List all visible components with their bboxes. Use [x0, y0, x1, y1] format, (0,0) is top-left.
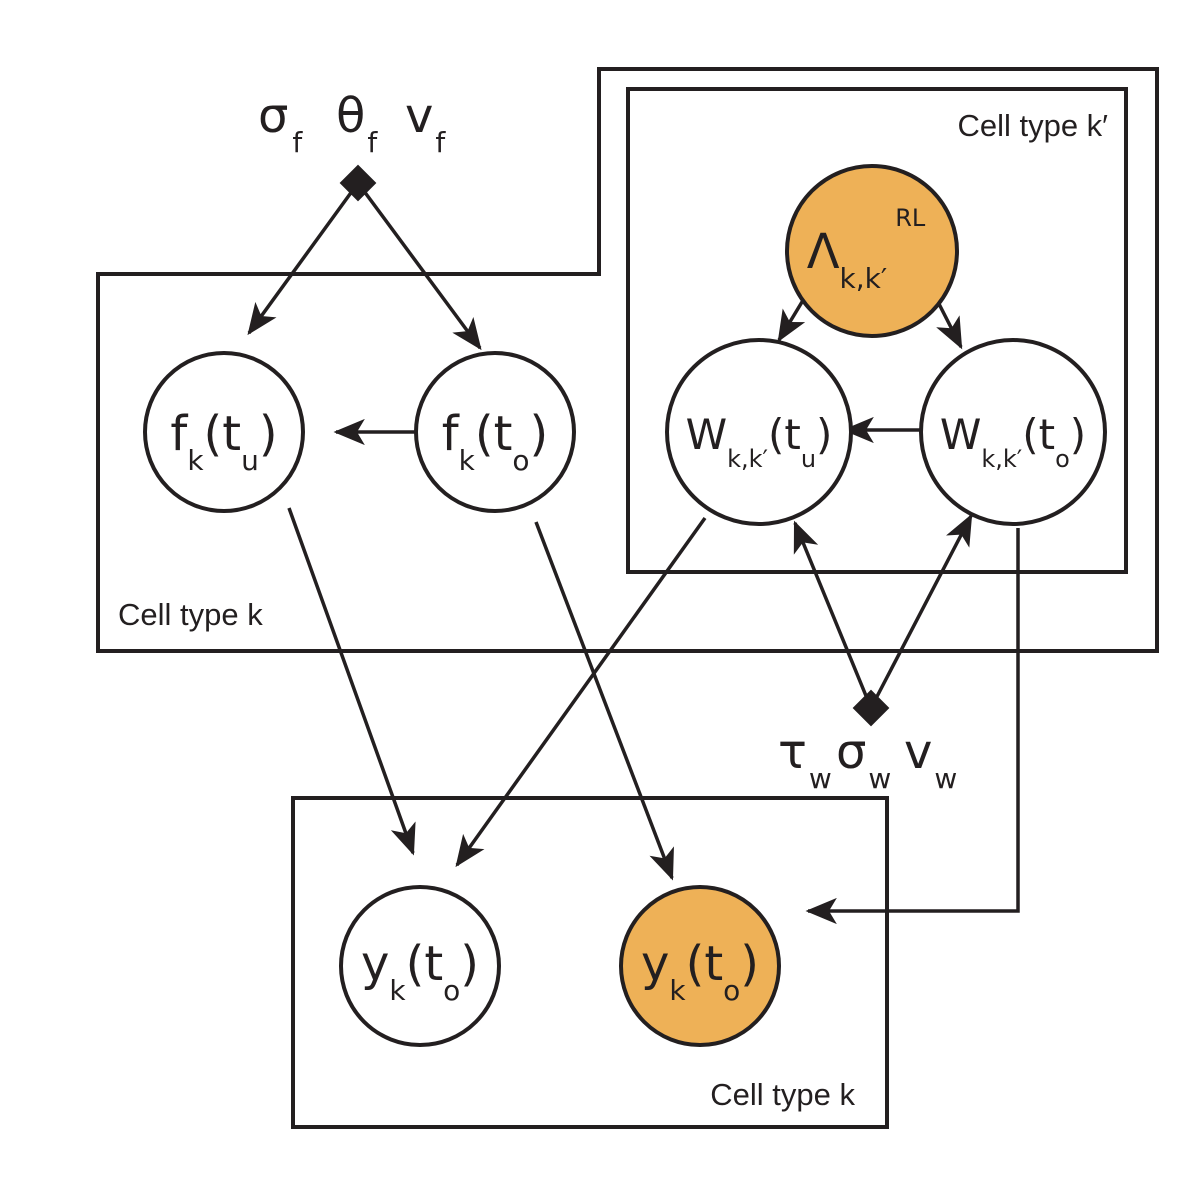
- plate-label-k-upper: Cell type k: [118, 597, 263, 632]
- node-w-tu: Wk,k′(tu): [665, 338, 853, 526]
- node-w-to: Wk,k′(to): [919, 338, 1107, 526]
- edge-factor-to-w-tu: [793, 520, 873, 709]
- svg-text:yk(to): yk(to): [641, 936, 759, 1007]
- svg-text:Wk,k′(tu): Wk,k′(tu): [686, 410, 833, 473]
- edge-factor-to-f-to: [356, 181, 482, 351]
- edge-lambda-to-w-tu: [777, 296, 807, 343]
- plate-label-k-prime: Cell type k′: [957, 108, 1108, 143]
- factor-node-f: [339, 164, 377, 202]
- plate-cell-type-k-prime: [626, 87, 1128, 574]
- edge-w-tu-to-y-left: [455, 516, 707, 868]
- node-f-tu: fk(tu): [143, 351, 305, 513]
- svg-text:yk(to): yk(to): [361, 936, 479, 1007]
- svg-text:Λk,k′RL: Λk,k′RL: [807, 204, 926, 295]
- node-lambda-rl: Λk,k′RL: [785, 164, 959, 338]
- edge-factor-to-f-tu: [247, 181, 360, 336]
- edge-w-to-to-y-right: [805, 528, 1020, 925]
- node-f-to: fk(to): [414, 351, 576, 513]
- plate-label-k-lower: Cell type k: [710, 1077, 855, 1112]
- edge-f-tu-to-y-left: [287, 507, 416, 856]
- edge-lambda-to-w-to: [935, 299, 963, 350]
- plate-cell-type-k-observations: [291, 796, 889, 1129]
- svg-text:Wk,k′(to): Wk,k′(to): [940, 410, 1086, 473]
- hyperparams-w: τw σw vw: [778, 724, 957, 795]
- node-y-right-observed: yk(to): [619, 885, 781, 1047]
- edge-f-to-to-y-right: [534, 521, 674, 881]
- factor-node-w: [852, 689, 890, 727]
- edge-factor-to-w-to: [869, 513, 973, 709]
- node-y-left: yk(to): [339, 885, 501, 1047]
- plate-cell-type-k-outer: [96, 67, 1159, 653]
- svg-text:fk(to): fk(to): [442, 406, 549, 477]
- svg-text:fk(tu): fk(tu): [170, 406, 277, 477]
